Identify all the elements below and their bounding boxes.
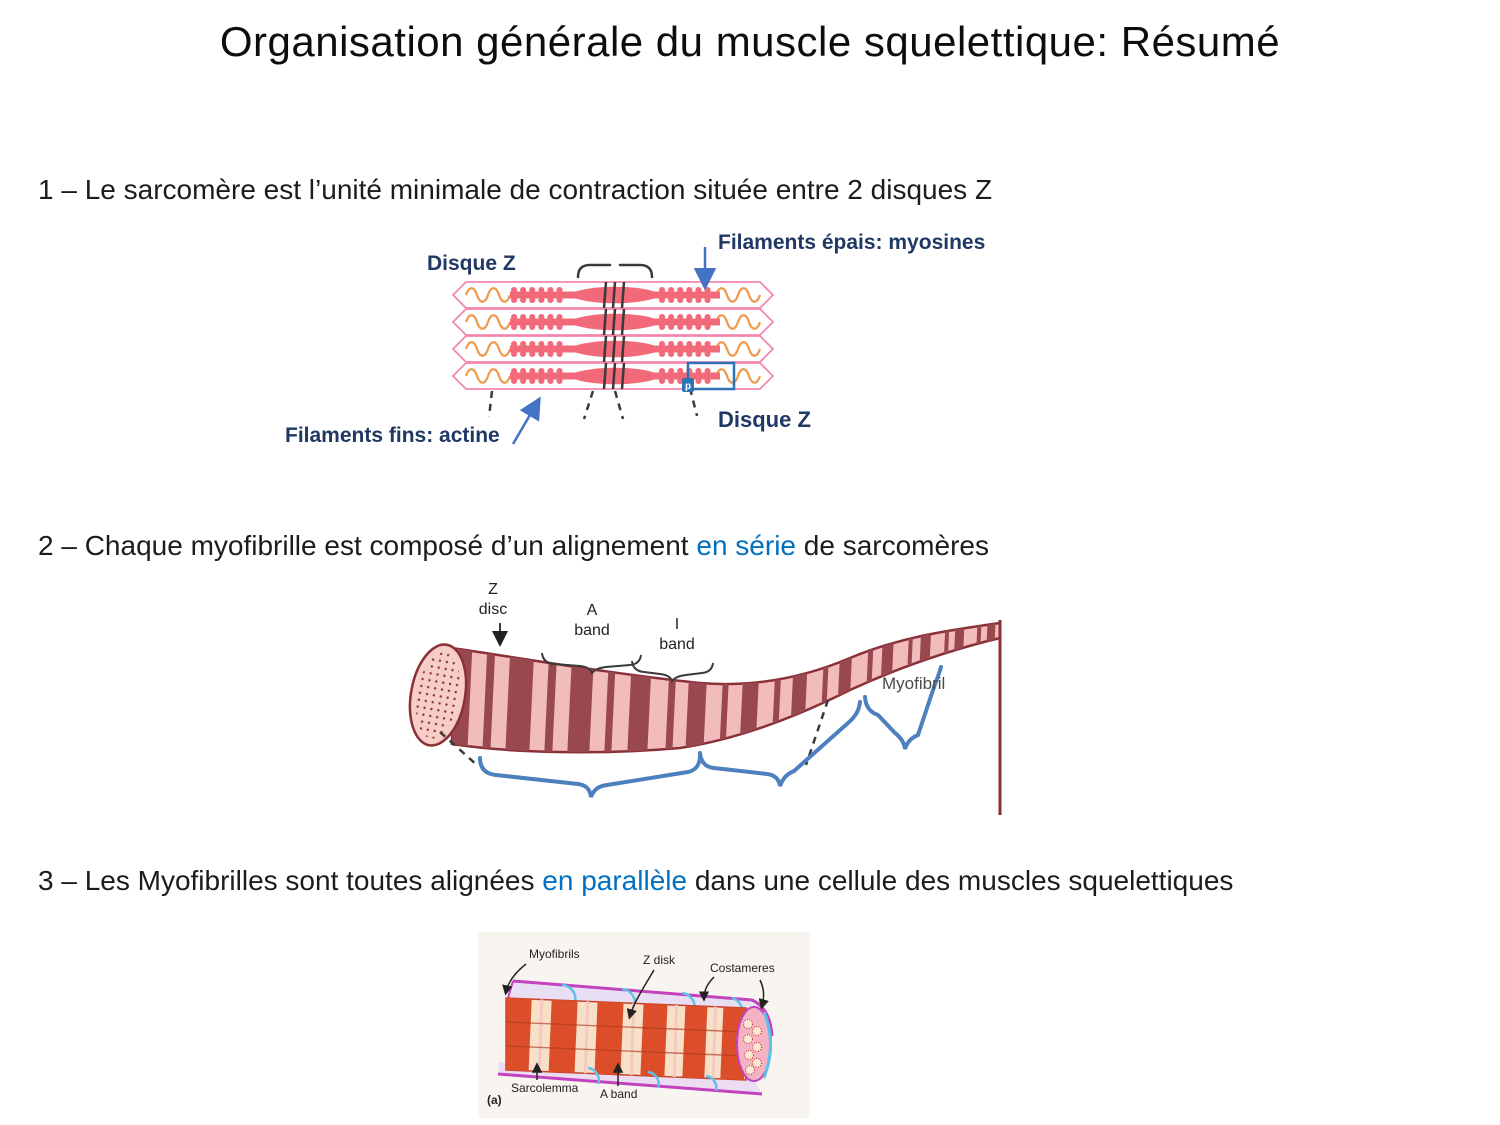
point-3-after: dans une cellule des muscles squelettiqu… [687,865,1234,896]
point-2-after: de sarcomères [796,530,989,561]
label-disque-z-bottom: Disque Z [718,407,811,432]
label-a-band: A band [567,601,617,641]
label-panel-a: (a) [487,1093,502,1107]
label-disque-z-top: Disque Z [427,252,516,275]
label-band-i: band [659,636,695,653]
myofibrils-block [505,997,747,1081]
myofibril-figure: Z disc A band I band Myofibril [390,575,1010,825]
m-line-bracket [576,263,654,279]
myofibril-art [408,620,1002,815]
point-1-before: 1 – Le sarcomère est l’unité minimale de… [38,174,993,205]
label-i: I [674,616,680,633]
label-z: Z [488,581,498,598]
label-sarcolemma: Sarcolemma [511,1081,579,1095]
label-band-a: band [574,622,610,639]
cell-end-cap [736,1006,772,1082]
highlight-box: p [682,361,736,392]
muscle-cell-figure: Myofibrils Z disk Costameres Sarcolemma … [478,932,810,1118]
slide-title: Organisation générale du muscle squelett… [219,18,1281,65]
point-2-highlight: en série [696,530,796,561]
label-myofibril: Myofibril [882,674,946,693]
fibril-row-separators [506,1021,746,1057]
label-disc: disc [478,601,508,618]
point-3-highlight: en parallèle [542,865,688,896]
label-a-band-cell: A band [600,1087,638,1101]
badge-glyph: p [685,381,691,392]
sarcomere-art: p [270,247,1080,445]
point-3-before: 3 – Les Myofibrilles sont toutes alignée… [38,865,543,896]
label-z-disc: Z disc [468,580,518,620]
dashed-pointers [439,699,830,767]
point-1-text: 1 – Le sarcomère est l’unité minimale de… [38,174,992,206]
a-bands [506,998,746,1080]
sarcomere-braces [478,665,943,798]
point-2-text: 2 – Chaque myofibrille est composé d’un … [38,530,989,562]
sarcomere-rows [453,282,773,389]
label-filaments-fins: Filaments fins: actine [285,424,500,447]
label-a: A [586,602,598,619]
muscle-cell-art [497,963,774,1096]
sarcomere-figure: p Disque Z Filaments épais: myosines Fil… [270,225,1080,465]
label-arrows [502,963,769,1086]
label-costameres: Costameres [710,961,775,975]
point-3-text: 3 – Les Myofibrilles sont toutes alignée… [38,865,1233,897]
band-annotations [492,623,714,684]
label-i-band: I band [652,615,702,655]
myofibril-end-cap [408,643,468,747]
label-z-disk: Z disk [643,953,676,967]
point-2-before: 2 – Chaque myofibrille est composé d’un … [38,530,697,561]
costamere-arcs-bottom [587,1066,718,1092]
label-filaments-epais: Filaments épais: myosines [718,231,986,254]
label-myofibrils: Myofibrils [529,947,580,961]
dashed-pointers [487,387,699,420]
thin-filament-arrow-icon [511,396,541,445]
